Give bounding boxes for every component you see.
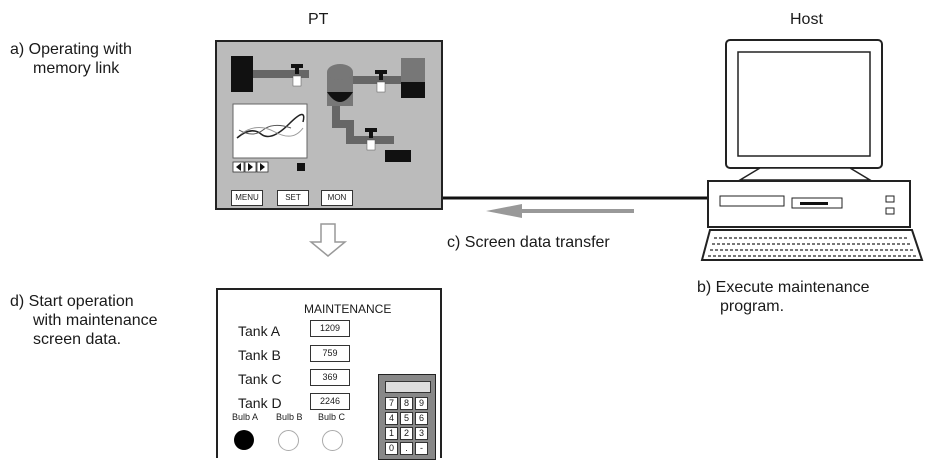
tank-d-value[interactable]: 2246 bbox=[310, 393, 350, 410]
tank-b-label: Tank B bbox=[238, 347, 281, 363]
monitor-stand bbox=[737, 167, 873, 181]
step-d-line3: screen data. bbox=[33, 331, 122, 348]
keypad-grid: 7 8 9 4 5 6 1 2 3 0 . - bbox=[385, 397, 431, 455]
step-b-line1: b) Execute maintenance bbox=[697, 279, 870, 296]
valve-3 bbox=[365, 128, 377, 138]
monitor-screen bbox=[737, 51, 871, 157]
playback-controls bbox=[232, 161, 305, 173]
bulb-c-indicator bbox=[322, 430, 343, 451]
bulb-a-label: Bulb A bbox=[232, 412, 259, 422]
bulb-c-label: Bulb C bbox=[318, 412, 346, 422]
tank-b-value[interactable]: 759 bbox=[310, 345, 350, 362]
maintenance-title: MAINTENANCE bbox=[304, 302, 392, 316]
step-b-line2: program. bbox=[720, 298, 785, 315]
tank-d-label: Tank D bbox=[238, 395, 282, 411]
bulb-b-label: Bulb B bbox=[276, 412, 303, 422]
tank-c-label: Tank C bbox=[238, 371, 282, 387]
floppy-drive bbox=[719, 195, 785, 207]
tank-4 bbox=[385, 150, 411, 162]
keypad-key[interactable]: 0 bbox=[385, 442, 398, 455]
keypad-key[interactable]: 5 bbox=[400, 412, 413, 425]
keypad-key[interactable]: - bbox=[415, 442, 428, 455]
bulb-a-indicator bbox=[234, 430, 254, 450]
down-arrow-icon bbox=[308, 223, 348, 257]
keypad-key[interactable]: . bbox=[400, 442, 413, 455]
keypad-key[interactable]: 9 bbox=[415, 397, 428, 410]
keypad-key[interactable]: 8 bbox=[400, 397, 413, 410]
valve-2 bbox=[375, 70, 387, 80]
transfer-arrow-head bbox=[486, 204, 522, 218]
stop-icon bbox=[297, 163, 305, 171]
step-d-line1: d) Start operation bbox=[10, 293, 134, 310]
tank-a-value[interactable]: 1209 bbox=[310, 320, 350, 337]
keypad-key[interactable]: 2 bbox=[400, 427, 413, 440]
tank-c-value[interactable]: 369 bbox=[310, 369, 350, 386]
step-c-label: c) Screen data transfer bbox=[447, 234, 610, 251]
step-a-line1: a) Operating with bbox=[10, 41, 132, 58]
step-d-line2: with maintenance bbox=[33, 312, 158, 329]
keypad-key[interactable]: 1 bbox=[385, 427, 398, 440]
valve-1 bbox=[291, 64, 303, 74]
pt-terminal: MENU SET MON bbox=[215, 40, 443, 210]
keypad-key[interactable]: 7 bbox=[385, 397, 398, 410]
keypad-key[interactable]: 4 bbox=[385, 412, 398, 425]
keypad-key[interactable]: 6 bbox=[415, 412, 428, 425]
menu-button[interactable]: MENU bbox=[231, 190, 263, 206]
numeric-keypad: 7 8 9 4 5 6 1 2 3 0 . - bbox=[378, 374, 436, 460]
step-a-line2: memory link bbox=[33, 60, 120, 77]
host-computer bbox=[700, 39, 924, 261]
bulb-b-indicator bbox=[278, 430, 299, 451]
maintenance-screen: MAINTENANCE Tank A 1209 Tank B 759 Tank … bbox=[216, 288, 442, 460]
pt-process-graphic bbox=[231, 56, 425, 173]
pt-label: PT bbox=[308, 11, 329, 28]
keypad-key[interactable]: 3 bbox=[415, 427, 428, 440]
mon-button[interactable]: MON bbox=[321, 190, 353, 206]
tank-a-label: Tank A bbox=[238, 323, 281, 339]
keypad-display bbox=[385, 381, 431, 393]
host-label: Host bbox=[790, 11, 823, 28]
set-button[interactable]: SET bbox=[277, 190, 309, 206]
